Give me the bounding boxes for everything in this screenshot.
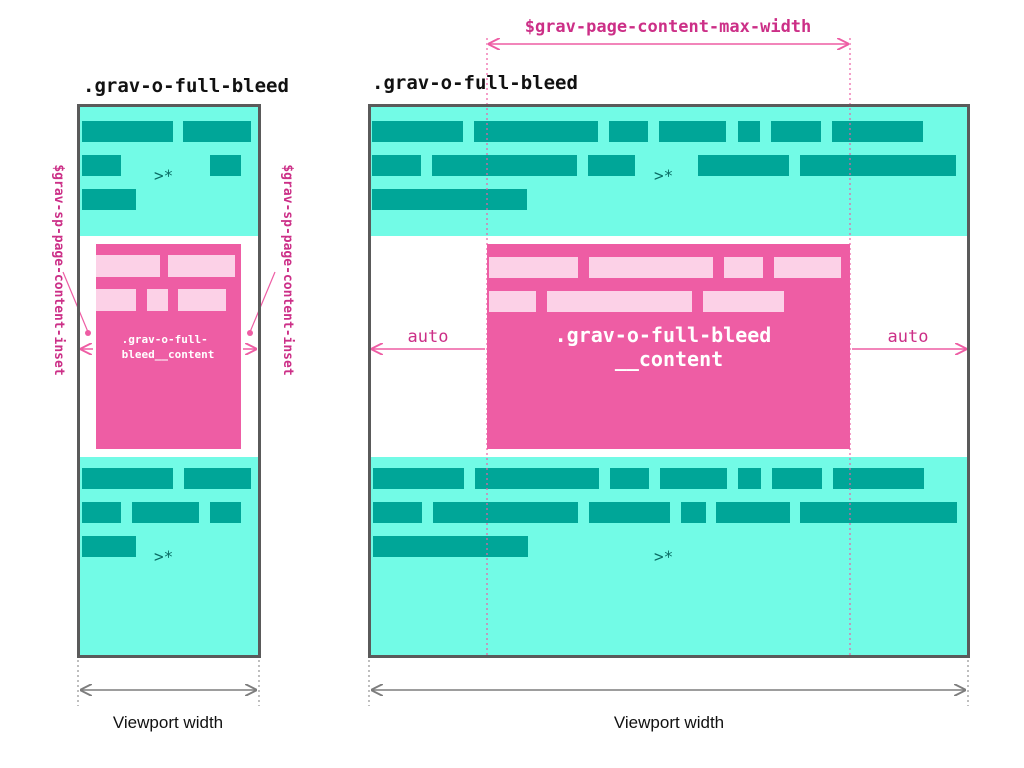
- large-top-block: [771, 121, 821, 142]
- large-content-block: [703, 291, 784, 312]
- large-content-label-line: .grav-o-full-bleed: [555, 323, 772, 347]
- small-content-box: [96, 244, 241, 449]
- large-panel-frame: [368, 104, 970, 658]
- small-bottom-child-selector: >*: [154, 547, 173, 566]
- small-inset-label-left: $grav-sp-page-content-inset: [51, 164, 66, 375]
- small-bottom-block: [184, 468, 251, 489]
- large-content-block: [774, 257, 841, 278]
- small-viewport-label: Viewport width: [113, 713, 223, 732]
- large-top-block: [372, 155, 421, 176]
- large-bottom-child-selector: >*: [654, 547, 673, 566]
- large-bottom-block: [772, 468, 822, 489]
- small-content-block: [168, 255, 235, 277]
- small-panel-frame: [77, 104, 261, 658]
- small-content-label-line: .grav-o-full-: [122, 333, 208, 346]
- large-bottom-block: [373, 468, 464, 489]
- max-width-label: $grav-page-content-max-width: [525, 17, 812, 37]
- small-panel: .grav-o-full-bleed >* .grav-o-full- blee…: [51, 75, 295, 732]
- large-top-block: [800, 155, 956, 176]
- large-top-block: [738, 121, 760, 142]
- large-top-block: [832, 121, 923, 142]
- auto-margin-label-right: auto: [888, 327, 929, 347]
- small-bottom-block: [82, 502, 121, 523]
- large-top-block: [372, 189, 527, 210]
- small-inset-label-right: $grav-sp-page-content-inset: [280, 164, 295, 375]
- large-top-block: [372, 121, 463, 142]
- large-bottom-block: [475, 468, 599, 489]
- large-content-block: [724, 257, 763, 278]
- large-top-block: [698, 155, 789, 176]
- large-bottom-block: [433, 502, 578, 523]
- large-bottom-block: [800, 502, 957, 523]
- small-panel-title: .grav-o-full-bleed: [83, 75, 289, 97]
- large-content-box: [487, 244, 850, 449]
- large-bottom-block: [589, 502, 670, 523]
- small-top-block: [82, 155, 121, 176]
- large-content-block: [489, 257, 578, 278]
- large-panel: .grav-o-full-bleed $grav-page-content-ma…: [368, 17, 970, 732]
- small-top-block: [183, 121, 251, 142]
- large-bottom-block: [681, 502, 706, 523]
- small-top-block: [82, 121, 173, 142]
- small-inset-leader-dot: [247, 330, 253, 336]
- large-bottom-block: [610, 468, 649, 489]
- large-bottom-block: [738, 468, 761, 489]
- auto-margin-label-left: auto: [408, 327, 449, 347]
- small-content-block: [96, 289, 136, 311]
- small-bottom-block: [132, 502, 199, 523]
- small-content-block: [178, 289, 226, 311]
- large-top-block: [432, 155, 577, 176]
- large-bottom-block: [833, 468, 924, 489]
- small-bottom-block: [210, 502, 241, 523]
- small-bottom-block: [82, 536, 136, 557]
- small-content-label-line: bleed__content: [122, 348, 215, 361]
- large-bottom-block: [373, 502, 422, 523]
- large-top-block: [659, 121, 726, 142]
- large-content-block: [589, 257, 713, 278]
- large-viewport-label: Viewport width: [614, 713, 724, 732]
- large-top-block: [609, 121, 648, 142]
- small-top-block: [82, 189, 136, 210]
- small-inset-leader-right: [249, 271, 276, 333]
- small-inset-leader-dot: [85, 330, 91, 336]
- large-panel-title: .grav-o-full-bleed: [372, 72, 578, 94]
- large-bottom-block: [716, 502, 790, 523]
- small-content-label: .grav-o-full- bleed__content: [122, 333, 215, 361]
- large-bottom-block: [373, 536, 528, 557]
- large-content-label-line: __content: [615, 347, 723, 371]
- small-inset-leader-left: [62, 271, 89, 333]
- large-top-child-selector: >*: [654, 166, 673, 185]
- large-content-block: [547, 291, 692, 312]
- large-content-block: [489, 291, 536, 312]
- large-top-block: [474, 121, 598, 142]
- small-top-block: [210, 155, 241, 176]
- small-bottom-block: [82, 468, 173, 489]
- small-content-block: [147, 289, 168, 311]
- large-bottom-block: [660, 468, 727, 489]
- large-content-label: .grav-o-full-bleed __content: [555, 323, 784, 371]
- large-top-block: [588, 155, 635, 176]
- small-top-child-selector: >*: [154, 166, 173, 185]
- small-content-block: [96, 255, 160, 277]
